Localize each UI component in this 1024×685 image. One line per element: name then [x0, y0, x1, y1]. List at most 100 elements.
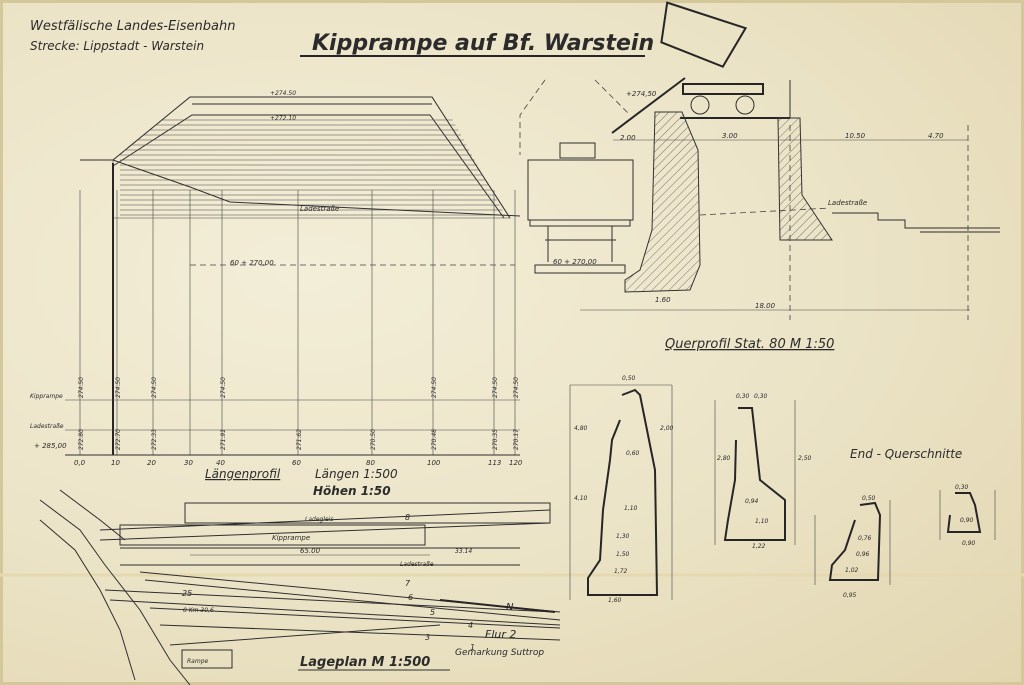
track-number: 8	[405, 513, 410, 522]
station-label: 20	[147, 459, 156, 467]
road-height-label: 270.50	[370, 429, 377, 450]
road-height-label: 271.62	[296, 429, 303, 450]
end-b-dim-6: 2,50	[798, 455, 812, 462]
longitudinal-profile-title: Längenprofil	[205, 467, 281, 481]
station-label: 100	[427, 459, 441, 467]
station-label: 30	[184, 459, 193, 467]
page-title: Kipprampe auf Bf. Warstein	[312, 31, 654, 56]
site-plan-drawing	[39, 489, 561, 685]
end-a-dim-0: 0,50	[622, 375, 636, 382]
track-number: 25	[182, 589, 192, 598]
level-2-label: +272.10	[270, 115, 296, 122]
longitudinal-profile-elevation	[80, 96, 521, 455]
datum-label: + 285,00	[34, 442, 67, 450]
end-a-dim-7: 4,80	[574, 425, 588, 432]
station-label: 60	[292, 459, 301, 467]
station-labels: 0,0 274.50 272.80 10 274.50 272.70 20 274.50 272…	[74, 377, 523, 467]
end-a-dim-9: 2,00	[660, 425, 674, 432]
ramp-height-label: 274.50	[115, 377, 122, 398]
ramp-height-label: 274.50	[151, 377, 158, 398]
ramp-height-label: 274.50	[431, 377, 438, 398]
end-b-dim-4: 1,22	[752, 543, 766, 550]
track-number: 6	[408, 593, 413, 602]
end-a-dim-5: 1,72	[614, 568, 628, 575]
ramp-height-label: 274.50	[220, 377, 227, 398]
end-c-dim-4: 0,95	[843, 592, 857, 599]
station-label: 113	[488, 459, 501, 467]
track-number: 3	[425, 633, 430, 642]
end-a-dim-6: 1,60	[608, 597, 622, 604]
station-label: 0,0	[74, 459, 86, 467]
site-km-label: 0 Km 30,6	[183, 607, 214, 614]
ramp-height-label: 274.50	[513, 377, 520, 398]
cross-dim-left: 2.00	[620, 134, 636, 142]
end-b-dim-3: 1,10	[755, 518, 769, 525]
road-height-label: 272.80	[78, 429, 85, 450]
cross-level-top: +274,50	[626, 90, 657, 98]
site-track-label: Ladegleis	[305, 516, 333, 523]
cross-dim-total: 18.00	[755, 302, 776, 310]
end-section-b	[714, 400, 796, 545]
end-a-dim-4: 1,50	[616, 551, 630, 558]
datum-mid-label: 60 + 270,00	[230, 259, 274, 267]
cross-section-title: Querprofil Stat. 80 M 1:50	[665, 337, 834, 352]
end-d-dim-2: 0,90	[962, 540, 976, 547]
site-rampe-label: Rampe	[187, 658, 208, 665]
track-number: 1	[470, 643, 475, 652]
end-section-d	[939, 490, 996, 540]
road-height-label: 270.35	[492, 429, 499, 450]
end-c-dim-0: 0,50	[862, 495, 876, 502]
end-b-dim-1: 0,30	[754, 393, 768, 400]
end-c-dim-2: 0,96	[856, 551, 870, 558]
site-dim-ramp: 65.00	[300, 547, 321, 555]
north-label: N	[506, 602, 514, 613]
end-a-dim-1: 0,60	[626, 450, 640, 457]
scale-lengths-label: Längen 1:500	[315, 467, 398, 481]
row-label-ramp: Kipprampe	[30, 393, 63, 400]
station-label: 80	[366, 459, 375, 467]
flur-label: Flur 2	[485, 628, 516, 641]
cross-dim-road: 10.50	[845, 132, 866, 140]
road-height-label: 272.33	[151, 429, 158, 450]
station-verticals	[79, 190, 516, 455]
site-ramp-label: Kipprampe	[272, 534, 310, 542]
track-number: 4	[468, 621, 473, 630]
site-dim-road: 33.14	[455, 548, 472, 555]
end-section-c	[814, 500, 891, 585]
end-b-dim-5: 2,80	[717, 455, 731, 462]
cross-dim-track: 3.00	[722, 132, 738, 140]
cross-section-drawing	[519, 1, 1000, 320]
end-a-dim-3: 1,30	[616, 533, 630, 540]
end-d-dim-1: 0,90	[960, 517, 974, 524]
station-label: 120	[509, 459, 523, 467]
end-c-dim-1: 0,76	[858, 535, 872, 542]
road-height-label: 270.48	[431, 429, 438, 450]
scale-heights-label: Höhen 1:50	[313, 484, 391, 498]
top-level-label: +274.50	[270, 90, 296, 97]
cross-road-label: Ladestraße	[828, 199, 867, 207]
cross-datum: 60 + 270,00	[553, 258, 597, 266]
road-height-label: 270.17	[513, 429, 520, 450]
end-c-dim-3: 1,02	[845, 567, 859, 574]
gemarkung-label: Gemarkung Suttrop	[455, 648, 544, 658]
ramp-height-label: 274.50	[492, 377, 499, 398]
site-road-label: Ladestraße	[400, 561, 434, 568]
end-b-dim-2: 0,94	[745, 498, 759, 505]
station-label: 40	[216, 459, 225, 467]
cross-dim-right: 4.70	[928, 132, 944, 140]
site-plan-title: Lageplan M 1:500	[300, 655, 430, 670]
road-height-label: 272.70	[115, 429, 122, 450]
ramp-height-label: 274.50	[78, 377, 85, 398]
station-label: 10	[111, 459, 120, 467]
row-label-road: Ladestraße	[30, 423, 64, 430]
cross-dim-base: 1.60	[655, 296, 671, 304]
road-height-label: 271.91	[220, 429, 227, 450]
end-a-dim-2: 1,10	[624, 505, 638, 512]
end-sections-title: End - Querschnitte	[850, 447, 962, 461]
route-label: Strecke: Lippstadt - Warstein	[30, 39, 204, 53]
end-section-a	[569, 384, 673, 600]
